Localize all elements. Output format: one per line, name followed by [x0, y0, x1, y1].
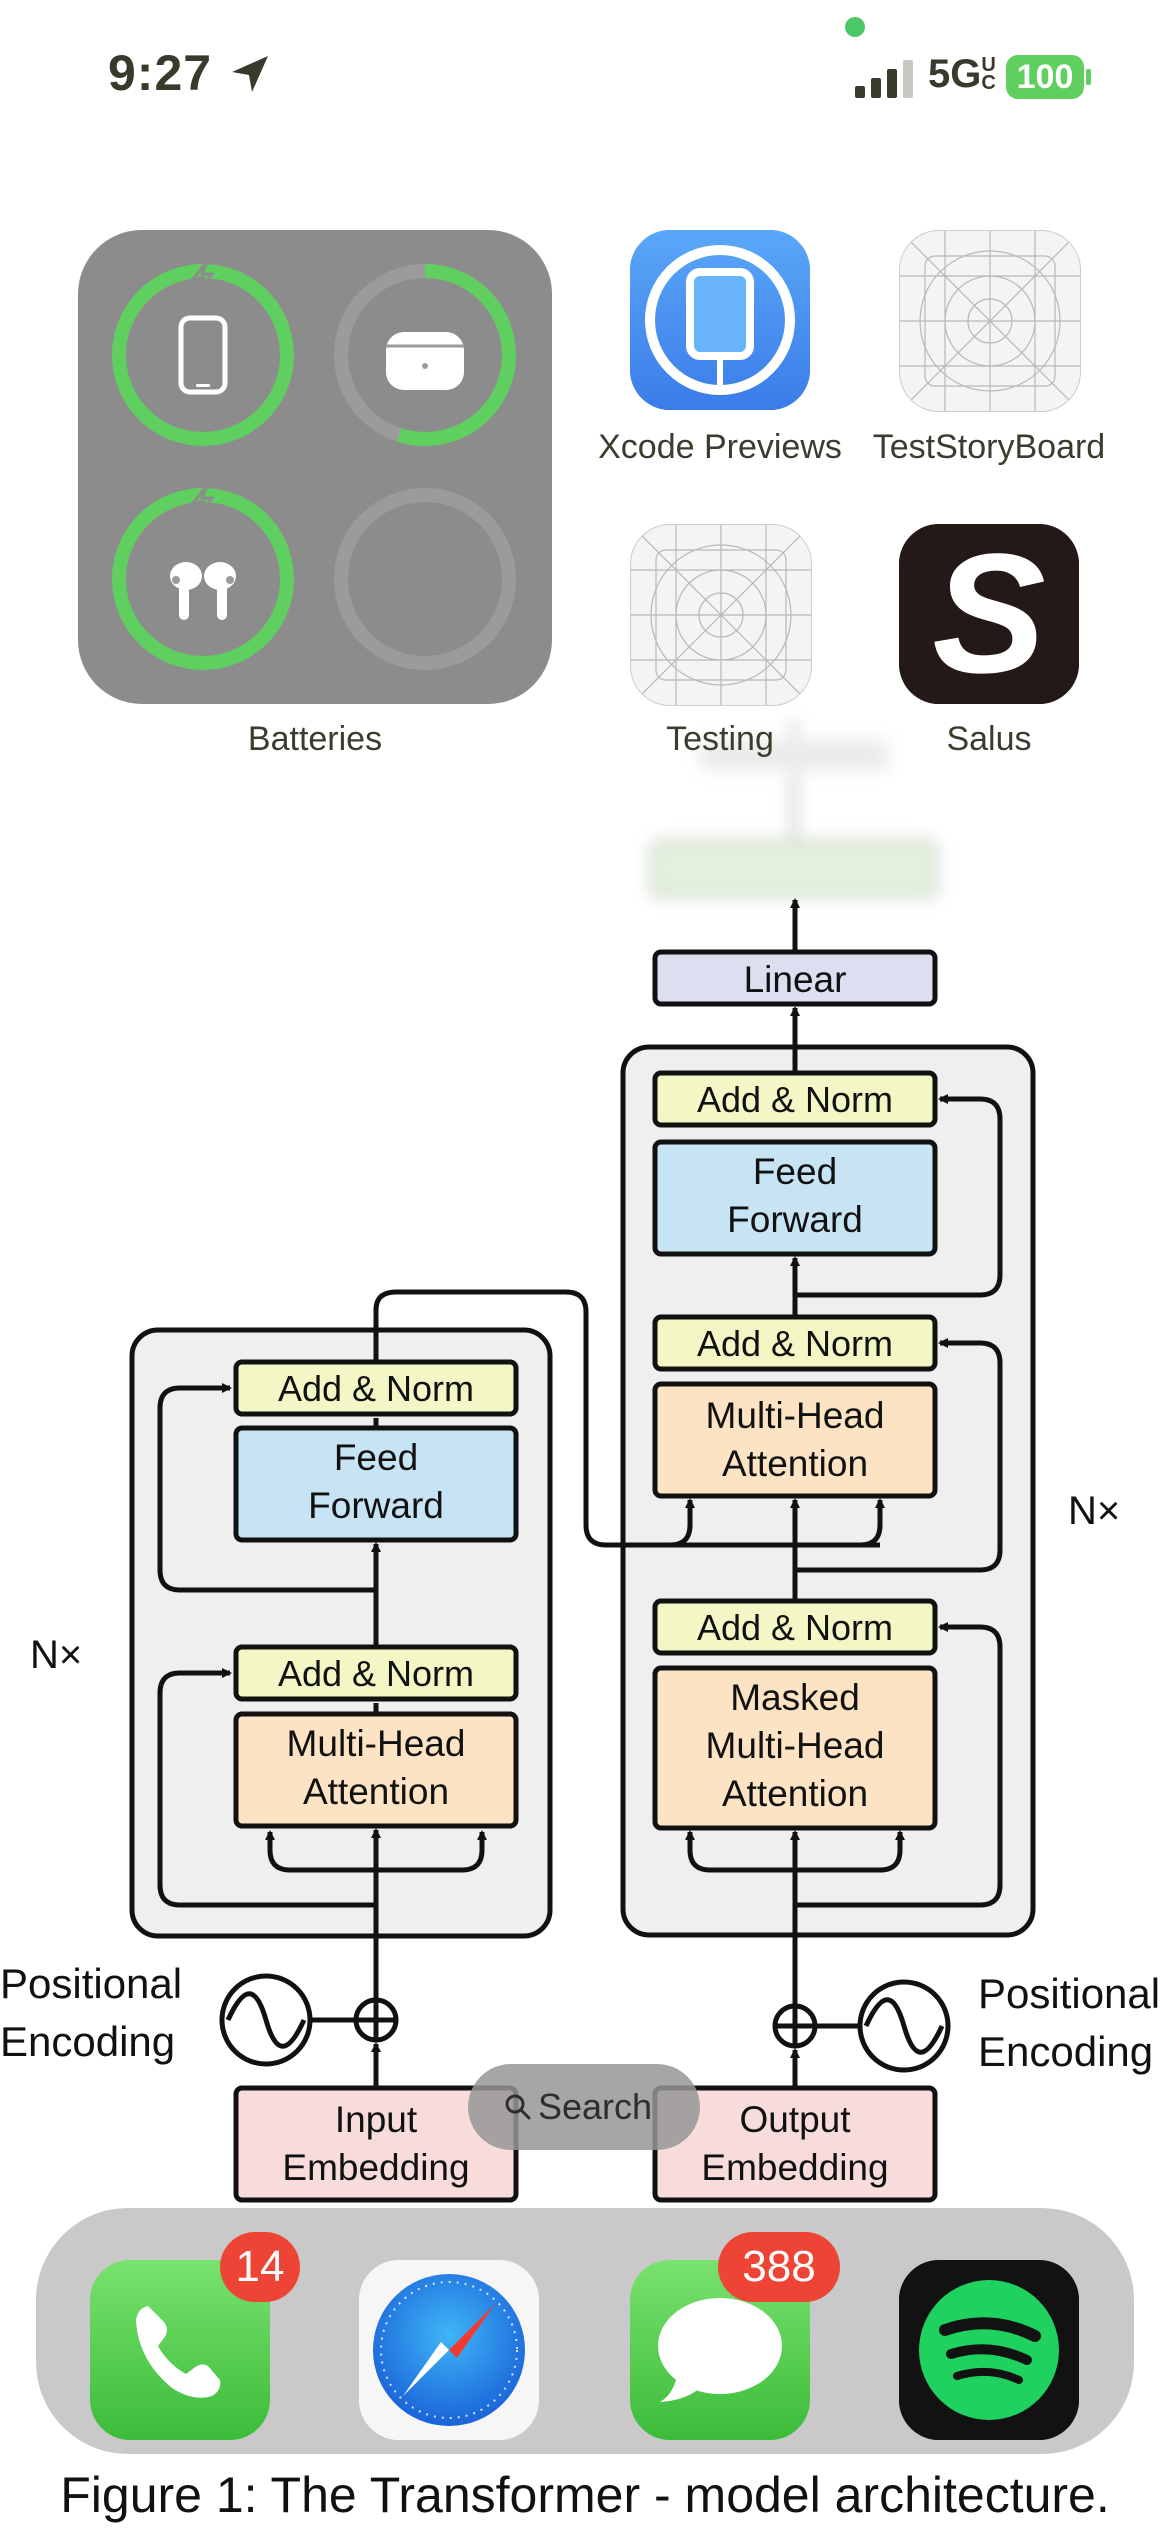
iphone-icon: [178, 315, 228, 395]
location-arrow-icon: [232, 56, 268, 92]
phone-badge: 14: [220, 2232, 300, 2302]
privacy-indicator-dot: [845, 17, 865, 37]
output-emb-label-2: Embedding: [701, 2147, 888, 2188]
blank-app-grid-icon: [900, 231, 1080, 411]
app-testing[interactable]: [630, 524, 812, 706]
input-emb-label-2: Embedding: [282, 2147, 469, 2188]
enc-mha-label-1: Multi-Head: [287, 1723, 466, 1764]
enc-pos-label-2: Encoding: [0, 2018, 175, 2065]
dec-masked-label-3: Attention: [722, 1773, 868, 1814]
output-emb-label-1: Output: [739, 2099, 851, 2140]
charging-bolt-icon: [190, 260, 216, 295]
dec-addnorm-3-label: Add & Norm: [697, 1079, 893, 1120]
xcode-previews-icon: [630, 230, 810, 410]
status-bar: 9:27 5GUC 100: [0, 0, 1170, 150]
safari-compass-icon: [359, 2260, 539, 2440]
app-xcode-previews[interactable]: [630, 230, 810, 410]
dec-mha-label-2: Attention: [722, 1443, 868, 1484]
search-icon: [505, 2094, 531, 2120]
spotify-icon: [899, 2260, 1079, 2440]
enc-ff-label-2: Forward: [308, 1485, 444, 1526]
dec-masked-label-1: Masked: [730, 1677, 860, 1718]
app-label-teststoryboard: TestStoryBoard: [872, 428, 1106, 466]
airpods-battery-ring: [112, 484, 294, 670]
svg-text:S: S: [932, 524, 1045, 704]
enc-pos-label-1: Positional: [0, 1960, 182, 2007]
network-label: 5G: [928, 52, 982, 96]
charging-bolt-icon: [190, 484, 216, 519]
battery-percentage: 100: [1016, 58, 1074, 96]
dec-mha-label-1: Multi-Head: [706, 1395, 885, 1436]
cellular-signal-icon: [855, 60, 913, 98]
network-type: 5GUC: [928, 52, 999, 97]
airpods-case-icon: [386, 332, 464, 390]
enc-mha-label-2: Attention: [303, 1771, 449, 1812]
airpods-case-battery-ring: [334, 264, 516, 446]
dec-nx-label: N×: [1068, 1489, 1120, 1533]
enc-nx-label: N×: [30, 1633, 82, 1677]
dec-pos-label-1: Positional: [978, 1970, 1160, 2017]
battery-icon: [1006, 55, 1091, 99]
salus-s-logo-icon: S: [899, 524, 1079, 704]
dec-ff-label-2: Forward: [727, 1199, 863, 1240]
airpods-icon: [170, 562, 236, 620]
app-label-salus: Salus: [946, 720, 1032, 758]
empty-battery-ring: [334, 488, 516, 670]
figure-caption: Figure 1: The Transformer - model archit…: [60, 2467, 1110, 2523]
app-label-xcode-previews: Xcode Previews: [598, 428, 842, 466]
dec-ff-label-1: Feed: [753, 1151, 837, 1192]
dock-safari[interactable]: [359, 2260, 539, 2440]
dec-addnorm-2-label: Add & Norm: [697, 1323, 893, 1364]
dec-pos-label-2: Encoding: [978, 2028, 1153, 2075]
messages-badge: 388: [718, 2232, 840, 2302]
input-emb-label-1: Input: [335, 2099, 418, 2140]
status-time: 9:27: [108, 45, 213, 101]
dec-masked-label-2: Multi-Head: [706, 1725, 885, 1766]
app-teststoryboard[interactable]: [899, 230, 1081, 412]
network-suffix: UC: [981, 54, 996, 94]
widget-label: Batteries: [247, 720, 383, 758]
linear-block-label: Linear: [744, 959, 847, 1000]
search-label: Search: [538, 2086, 653, 2127]
enc-ff-label-1: Feed: [334, 1437, 418, 1478]
enc-addnorm-2-label: Add & Norm: [278, 1368, 474, 1409]
app-label-testing: Testing: [666, 720, 774, 758]
iphone-battery-ring: [112, 260, 294, 446]
blank-app-grid-icon: [631, 525, 811, 705]
app-salus[interactable]: S: [899, 524, 1079, 704]
dock-spotify[interactable]: [899, 2260, 1079, 2440]
batteries-widget[interactable]: [78, 230, 552, 704]
dec-addnorm-1-label: Add & Norm: [697, 1607, 893, 1648]
enc-addnorm-1-label: Add & Norm: [278, 1653, 474, 1694]
